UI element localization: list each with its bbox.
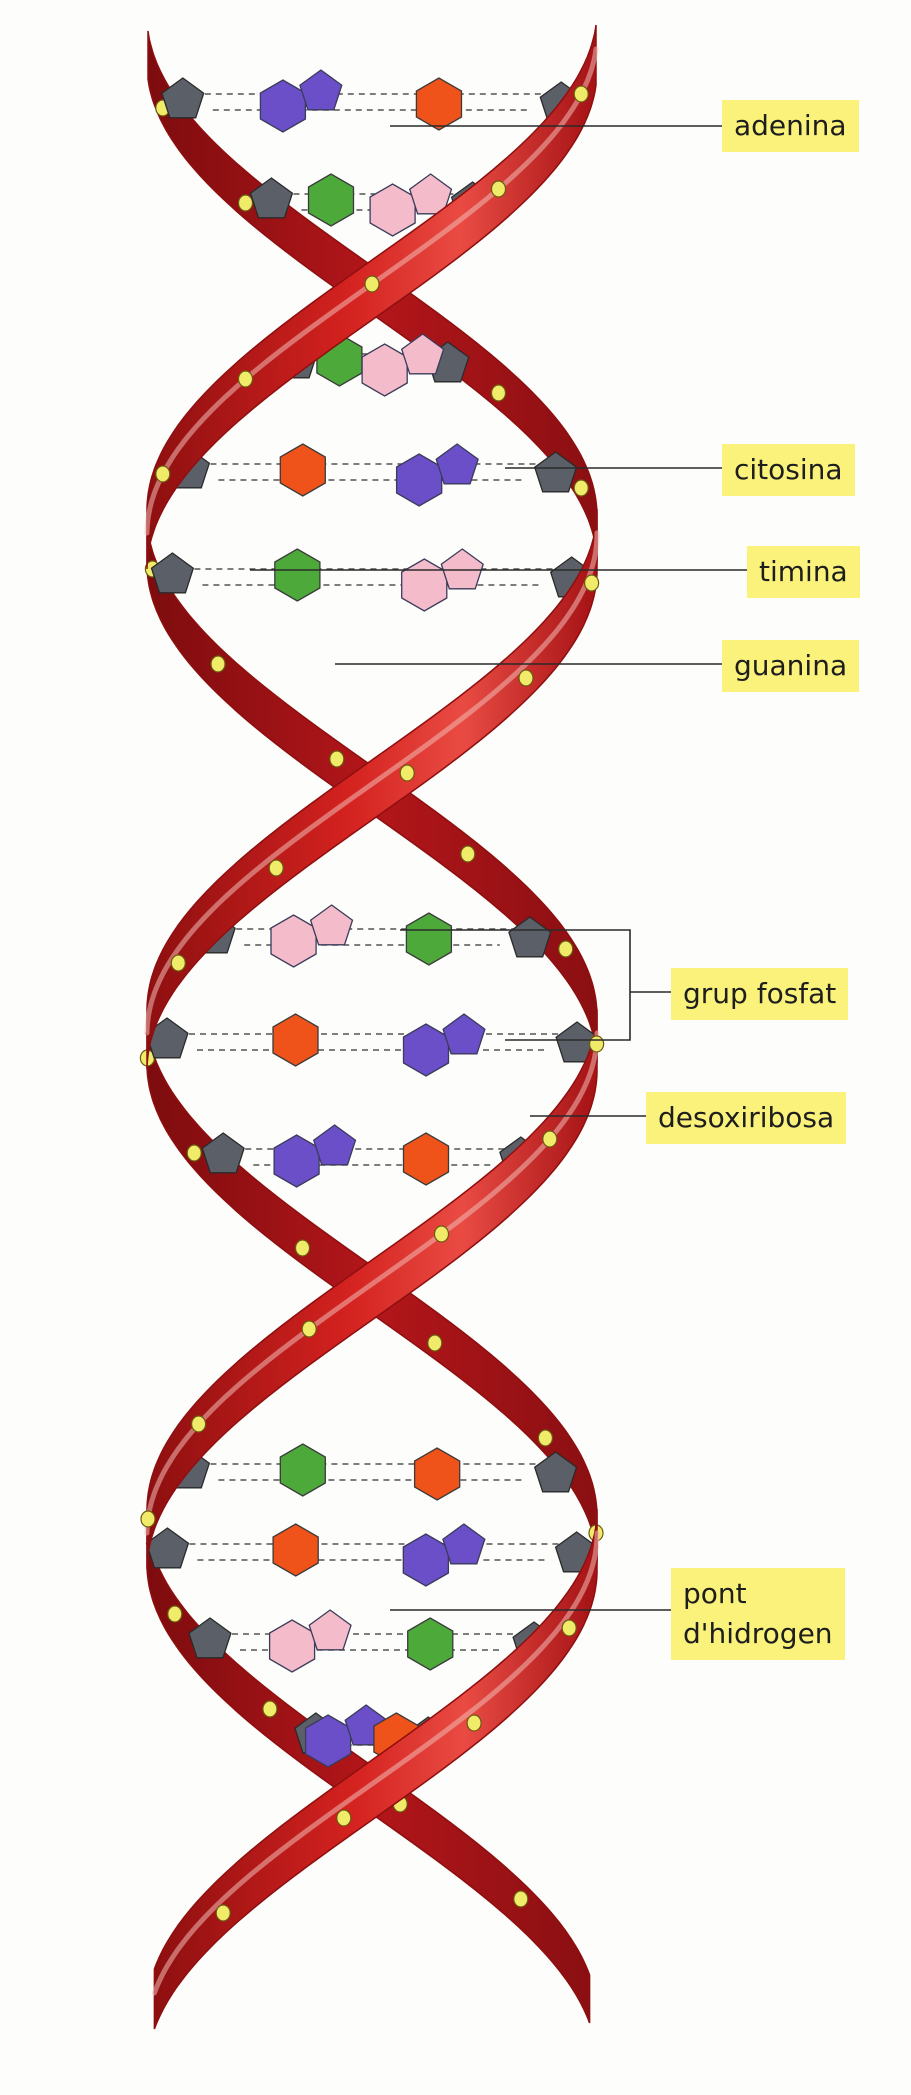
phosphate-bead-icon	[294, 1239, 311, 1257]
ribbon-highlight	[144, 46, 599, 536]
strand-a-front-segment	[146, 24, 597, 570]
strand-b-front-segment	[153, 1509, 598, 2030]
phosphate-bead-icon	[490, 180, 507, 198]
strand-a-front-segment	[146, 1009, 598, 1570]
thymine-base-icon	[402, 1132, 450, 1186]
phosphate-bead-icon	[466, 1714, 482, 1732]
label-citosina: citosina	[722, 444, 855, 496]
cytosine-base-icon	[361, 343, 408, 397]
phosphate-bead-icon	[573, 479, 589, 497]
adenine-base-icon	[395, 453, 443, 507]
adenine-base-icon-ring	[312, 1124, 357, 1166]
phosphate-bead-icon	[140, 1510, 156, 1528]
phosphate-bead-icon	[573, 85, 589, 103]
phosphate-bead-icon	[460, 845, 476, 863]
phosphate-bead-icon	[268, 859, 284, 877]
leader-line	[400, 929, 631, 1041]
phosphate-bead-icon	[542, 1130, 558, 1148]
phosphate-bead-icon	[329, 750, 345, 768]
thymine-base-icon	[272, 1523, 319, 1577]
pentagon-icon	[150, 552, 195, 594]
adenine-base-icon	[273, 1134, 320, 1188]
cytosine-base-icon-ring	[440, 548, 484, 590]
phosphate-bead-icon	[427, 1334, 443, 1352]
thymine-base-icon	[415, 77, 463, 131]
cytosine-base-icon-ring	[408, 173, 453, 215]
thymine-base-icon	[272, 1013, 319, 1067]
label-pont-line1: pont	[683, 1577, 747, 1610]
ribbon-highlight	[144, 1030, 600, 1536]
label-guanina: guanina	[722, 640, 860, 692]
thymine-base-icon	[279, 443, 326, 497]
phosphate-bead-icon	[301, 1320, 317, 1338]
pentagon-icon	[249, 177, 294, 219]
phosphate-bead-icon	[237, 194, 254, 212]
phosphate-bead-icon	[513, 1890, 529, 1908]
thymine-base-icon	[413, 1447, 461, 1501]
phosphate-bead-icon	[237, 370, 254, 388]
phosphate-bead-icon	[558, 940, 574, 958]
cytosine-base-icon-ring	[309, 904, 354, 946]
adenine-base-icon-ring	[435, 443, 479, 485]
ribbon-highlight	[144, 530, 600, 1036]
pentagon-icon	[201, 1132, 245, 1174]
guanine-base-icon	[307, 173, 355, 227]
guanine-base-icon	[274, 548, 321, 602]
label-adenina: adenina	[722, 100, 859, 152]
phosphate-bead-icon	[215, 1904, 231, 1922]
label-timina: timina	[747, 546, 860, 598]
phosphate-bead-icon	[167, 1605, 183, 1623]
phosphate-bead-icon	[155, 465, 171, 483]
leader-line-layer	[250, 125, 747, 1611]
adenine-base-icon	[402, 1023, 450, 1077]
label-grup-fosfat: grup fosfat	[671, 968, 849, 1020]
pentagon-icon	[533, 1451, 578, 1493]
phosphate-bead-icon	[588, 1035, 605, 1053]
phosphate-bead-icon	[186, 1144, 202, 1162]
phosphate-bead-icon	[336, 1809, 352, 1827]
cytosine-base-icon	[268, 1619, 316, 1673]
phosphate-bead-icon	[210, 655, 226, 673]
guanine-base-icon	[405, 912, 453, 966]
pentagon-icon	[161, 77, 205, 119]
phosphate-bead-icon	[537, 1429, 554, 1447]
phosphate-bead-icon	[364, 275, 380, 293]
label-desoxiribosa: desoxiribosa	[646, 1092, 847, 1144]
label-pont-hidrogen: pont d'hidrogen	[671, 1568, 845, 1660]
adenine-base-icon-ring	[299, 69, 343, 111]
cytosine-base-icon	[369, 183, 416, 237]
adenine-base-icon-ring	[442, 1013, 486, 1055]
cytosine-base-icon-ring	[308, 1609, 352, 1651]
phosphate-bead-icon	[490, 384, 507, 402]
pentagon-icon	[188, 1617, 232, 1659]
adenine-base-icon-ring	[442, 1523, 486, 1565]
strand-b-front-segment	[146, 509, 598, 1070]
adenine-base-icon	[402, 1533, 450, 1587]
cytosine-base-icon-ring	[400, 333, 445, 375]
phosphate-bead-icon	[561, 1619, 577, 1637]
phosphate-bead-icon	[191, 1415, 207, 1433]
phosphate-bead-icon	[433, 1225, 450, 1243]
guanine-base-icon	[279, 1443, 326, 1497]
label-pont-line2: d'hidrogen	[683, 1617, 833, 1650]
phosphate-bead-icon	[399, 764, 415, 782]
cytosine-base-icon	[270, 914, 317, 968]
phosphate-bead-icon	[518, 669, 534, 687]
phosphate-bead-icon	[262, 1700, 278, 1718]
phosphate-bead-icon	[583, 574, 600, 592]
adenine-base-icon	[259, 79, 307, 133]
cytosine-base-icon	[401, 558, 448, 612]
phosphate-bead-icon	[170, 954, 186, 972]
guanine-base-icon	[407, 1617, 454, 1671]
pentagon-icon	[533, 451, 578, 493]
